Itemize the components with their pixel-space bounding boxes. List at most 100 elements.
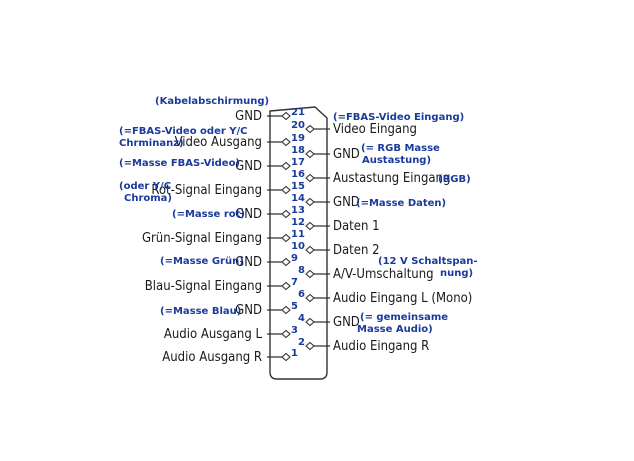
pin-10: 10 Daten 2 xyxy=(291,241,379,258)
pin-number: 8 xyxy=(298,265,305,276)
note-kabelabschirmung: (Kabelabschirmung) xyxy=(155,96,269,107)
pin-number: 16 xyxy=(291,169,305,180)
pin-contact-icon xyxy=(281,257,291,267)
pin-contact-icon xyxy=(305,293,315,303)
pin-contact-icon xyxy=(305,197,315,207)
pin-11: 11 Grün-Signal Eingang xyxy=(142,229,305,246)
pin-label: GND xyxy=(235,255,262,270)
pin-18: 18 GND xyxy=(291,145,360,162)
pin-label: Rot-Signal Eingang xyxy=(151,183,262,198)
pin-number: 1 xyxy=(291,348,298,359)
pin-label: GND xyxy=(235,159,262,174)
note-fbas-video-eingang: (=FBAS-Video Eingang) xyxy=(333,112,464,123)
pin-2: 2 Audio Eingang R xyxy=(298,337,429,354)
note-rgb-masse-line1: (= RGB Masse xyxy=(361,143,440,154)
pin-3: 3 Audio Ausgang L xyxy=(164,325,298,342)
pin-number: 14 xyxy=(291,193,305,204)
pin-12: 12 Daten 1 xyxy=(291,217,379,234)
pin-contact-icon xyxy=(305,341,315,351)
pin-contact-icon xyxy=(305,269,315,279)
pin-number: 2 xyxy=(298,337,305,348)
note-schaltspannung-line2: nung) xyxy=(440,268,473,279)
note-gemeinsame-line2: Masse Audio) xyxy=(357,324,433,335)
pin-number: 13 xyxy=(291,205,305,216)
pin-label: Audio Eingang L (Mono) xyxy=(333,291,472,306)
pin-label: Daten 2 xyxy=(333,243,380,258)
pin-contact-icon xyxy=(305,173,315,183)
pin-contact-icon xyxy=(305,221,315,231)
pin-contact-icon xyxy=(281,161,291,171)
pin-number: 20 xyxy=(291,120,305,131)
pin-label: Audio Ausgang L xyxy=(164,327,263,342)
pin-number: 19 xyxy=(291,133,305,144)
note-fbas-video-oder-yc-line2: Chrminanz) xyxy=(119,138,184,149)
pin-number: 4 xyxy=(298,313,305,324)
pin-contact-icon xyxy=(281,352,291,362)
pin-number: 3 xyxy=(291,325,298,336)
pin-label: A/V-Umschaltung xyxy=(333,267,434,282)
pin-label: GND xyxy=(333,315,360,330)
pin-1: 1 Audio Ausgang R xyxy=(162,348,298,365)
pin-label: Video Ausgang xyxy=(175,135,262,150)
pin-4: 4 GND xyxy=(298,313,360,330)
pin-contact-icon xyxy=(305,317,315,327)
note-oder-yc-line2: Chroma) xyxy=(124,193,172,204)
pin-contact-icon xyxy=(281,329,291,339)
pin-20: 20 Video Eingang xyxy=(291,120,417,137)
pin-label: GND xyxy=(235,207,262,222)
pin-label: GND xyxy=(235,109,262,124)
pin-label: GND xyxy=(333,195,360,210)
pin-number: 7 xyxy=(291,277,298,288)
note-rgb: (RGB) xyxy=(438,174,471,185)
note-masse-daten: (=Masse Daten) xyxy=(356,198,446,209)
note-schaltspannung-line1: (12 V Schaltspan- xyxy=(378,256,478,267)
pin-contact-icon xyxy=(281,305,291,315)
note-fbas-video-oder-yc-line1: (=FBAS-Video oder Y/C xyxy=(119,126,248,137)
pin-contact-icon xyxy=(281,209,291,219)
pin-21: 21 GND xyxy=(235,107,305,124)
note-masse-blau: (=Masse Blau) xyxy=(160,306,241,317)
pin-label: Daten 1 xyxy=(333,219,380,234)
pin-7: 7 Blau-Signal Eingang xyxy=(145,277,298,294)
pin-number: 5 xyxy=(291,301,298,312)
pin-number: 11 xyxy=(291,229,305,240)
pin-number: 12 xyxy=(291,217,305,228)
pin-number: 10 xyxy=(291,241,305,252)
pin-contact-icon xyxy=(305,124,315,134)
pin-9: 9 GND xyxy=(235,253,298,270)
pin-label: GND xyxy=(235,303,262,318)
pin-contact-icon xyxy=(281,137,291,147)
note-masse-rot: (=Masse rot) xyxy=(172,209,245,220)
pin-label: Audio Eingang R xyxy=(333,339,429,354)
pin-5: 5 GND xyxy=(235,301,298,318)
pin-label: Audio Ausgang R xyxy=(162,350,262,365)
pin-label: GND xyxy=(333,147,360,162)
note-rgb-masse-line2: Austastung) xyxy=(362,155,431,166)
pin-number: 21 xyxy=(291,107,305,118)
pin-label: Video Eingang xyxy=(333,122,417,137)
pin-contact-icon xyxy=(281,233,291,243)
pin-contact-icon xyxy=(281,185,291,195)
pin-8: 8 A/V-Umschaltung xyxy=(298,265,434,282)
pin-13: 13 GND xyxy=(235,205,305,222)
pin-17: 17 GND xyxy=(235,157,305,174)
note-oder-yc-line1: (oder Y/C xyxy=(119,181,171,192)
pin-contact-icon xyxy=(305,245,315,255)
note-gemeinsame-line1: (= gemeinsame xyxy=(360,312,448,323)
note-masse-gruen: (=Masse Grün) xyxy=(160,256,244,267)
pin-15: 15 Rot-Signal Eingang xyxy=(151,181,305,198)
pin-14: 14 GND xyxy=(291,193,360,210)
pin-contact-icon xyxy=(305,149,315,159)
pin-16: 16 Austastung Eingang xyxy=(291,169,450,186)
pin-number: 6 xyxy=(298,289,305,300)
pin-label: Grün-Signal Eingang xyxy=(142,231,262,246)
pin-contact-icon xyxy=(281,281,291,291)
pin-number: 9 xyxy=(291,253,298,264)
pin-6: 6 Audio Eingang L (Mono) xyxy=(298,289,472,306)
pin-number: 17 xyxy=(291,157,305,168)
pin-number: 18 xyxy=(291,145,305,156)
pin-number: 15 xyxy=(291,181,305,192)
pin-label: Blau-Signal Eingang xyxy=(145,279,262,294)
pin-label: Austastung Eingang xyxy=(333,171,450,186)
